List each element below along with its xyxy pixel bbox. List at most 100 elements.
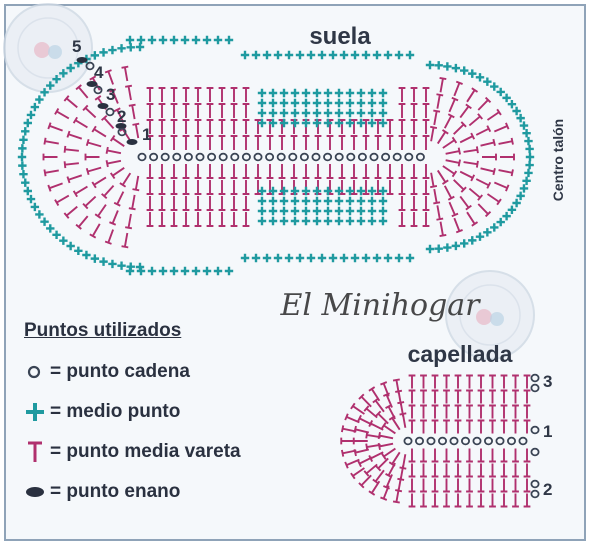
chain-stitch-mark <box>530 383 540 393</box>
single-crochet-mark <box>284 50 294 60</box>
single-crochet-mark <box>356 88 366 98</box>
half-double-crochet-mark <box>443 493 450 508</box>
watermark-yarn-ball <box>490 312 504 326</box>
single-crochet-mark <box>257 88 267 98</box>
half-double-crochet-mark <box>512 493 519 508</box>
half-double-crochet-mark <box>399 412 407 428</box>
chain-stitch-mark <box>241 152 251 162</box>
single-crochet-mark <box>19 170 28 179</box>
half-double-crochet-mark <box>182 164 190 179</box>
half-double-crochet-mark <box>170 180 178 195</box>
half-double-crochet-mark <box>254 135 262 150</box>
half-double-crochet-mark <box>463 160 479 168</box>
half-double-crochet-mark <box>410 119 418 134</box>
single-crochet-mark <box>257 186 267 196</box>
chain-stitch-mark <box>334 152 344 162</box>
half-double-crochet-mark <box>489 374 496 389</box>
chain-stitch-mark <box>403 436 413 446</box>
half-double-crochet-mark <box>182 103 190 118</box>
single-crochet-mark <box>356 206 366 216</box>
half-double-crochet-mark <box>433 188 441 205</box>
single-crochet-mark <box>202 35 212 45</box>
half-double-crochet-mark <box>422 180 430 195</box>
single-crochet-mark <box>169 266 179 276</box>
single-crochet-mark <box>23 118 32 128</box>
half-double-crochet-mark <box>395 389 403 406</box>
upper-title: capellada <box>408 341 513 367</box>
half-double-crochet-mark <box>194 135 202 150</box>
half-double-crochet-mark <box>430 125 438 142</box>
single-crochet-mark <box>257 206 267 216</box>
half-double-crochet-mark <box>242 196 250 211</box>
half-double-crochet-mark <box>512 404 519 419</box>
single-crochet-mark <box>99 48 108 57</box>
chain-stitch-mark <box>253 152 263 162</box>
half-double-crochet-mark <box>477 96 492 111</box>
chain-stitch-mark <box>117 127 127 137</box>
chain-stitch-mark <box>137 152 147 162</box>
half-double-crochet-mark <box>493 122 510 133</box>
half-double-crochet-mark <box>218 180 226 195</box>
half-double-crochet-mark <box>410 196 418 211</box>
half-double-crochet-mark <box>408 389 416 404</box>
half-double-crochet-mark <box>350 164 358 179</box>
chain-stitch-icon <box>27 365 41 379</box>
half-double-crochet-mark <box>266 164 274 179</box>
single-crochet-mark <box>425 244 435 254</box>
single-crochet-mark <box>66 63 75 73</box>
single-crochet-mark <box>516 191 525 201</box>
single-crochet-mark <box>334 216 344 226</box>
single-crochet-mark <box>378 216 388 226</box>
half-double-crochet-mark <box>242 164 250 179</box>
half-double-crochet-mark <box>170 119 178 134</box>
single-crochet-mark <box>290 196 300 206</box>
single-crochet-mark <box>507 205 517 214</box>
half-double-crochet-mark <box>125 213 133 230</box>
legend-item-slip-stitch: = punto enano <box>24 472 324 512</box>
half-double-crochet-mark <box>121 65 129 82</box>
half-double-crochet-mark <box>512 374 519 389</box>
single-crochet-mark <box>378 196 388 206</box>
half-double-crochet-mark <box>477 493 485 508</box>
single-crochet-mark <box>334 108 344 118</box>
half-double-crochet-mark <box>466 404 473 419</box>
half-double-crochet-mark <box>278 164 286 179</box>
half-double-crochet-mark <box>431 404 439 419</box>
half-double-crochet-mark <box>89 223 101 239</box>
half-double-crochet-mark <box>431 448 439 463</box>
half-double-crochet-mark <box>368 386 381 402</box>
half-double-crochet-mark <box>374 180 382 195</box>
half-double-crochet-mark <box>63 205 78 219</box>
single-crochet-mark <box>356 118 366 128</box>
single-crochet-mark <box>356 186 366 196</box>
single-crochet-mark <box>82 250 91 260</box>
half-double-crochet-mark <box>362 135 370 150</box>
single-crochet-mark <box>35 210 44 219</box>
upper-row-number: 1 <box>543 422 552 441</box>
half-double-crochet-mark <box>397 465 405 481</box>
half-double-crochet-mark <box>146 135 154 150</box>
half-double-crochet-mark <box>523 493 531 508</box>
half-double-crochet-mark <box>54 107 70 120</box>
chain-stitch-mark <box>415 152 425 162</box>
single-crochet-mark <box>301 98 311 108</box>
half-double-crochet-mark <box>206 87 214 102</box>
half-double-crochet-mark <box>500 463 508 478</box>
half-double-crochet-mark <box>43 137 59 145</box>
half-double-crochet-mark <box>475 178 492 189</box>
chain-stitch-mark <box>105 107 115 117</box>
half-double-crochet-mark <box>395 476 403 493</box>
single-crochet-mark <box>345 108 355 118</box>
half-double-crochet-mark <box>72 185 88 198</box>
half-double-crochet-mark <box>386 135 394 150</box>
half-double-crochet-mark <box>82 195 97 210</box>
half-double-crochet-mark <box>398 135 406 150</box>
single-crochet-mark <box>213 266 223 276</box>
half-double-crochet-mark <box>489 419 496 434</box>
single-crochet-mark <box>522 128 531 138</box>
half-double-crochet-mark <box>352 437 368 445</box>
single-crochet-mark <box>443 243 452 252</box>
chain-stitch-mark <box>495 436 505 446</box>
half-double-crochet-mark <box>398 164 406 179</box>
